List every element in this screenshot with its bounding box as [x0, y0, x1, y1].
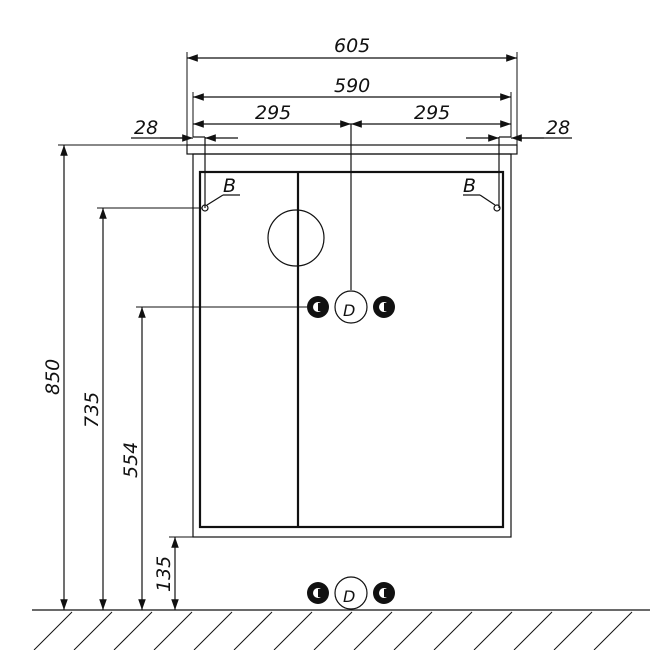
dimension-half-widths: 295 295 [193, 102, 511, 128]
dimension-total-width: 605 [186, 35, 518, 145]
dimension-half-left-label: 295 [255, 102, 291, 124]
dimension-height-mount-label: 735 [81, 392, 103, 428]
dimension-height-mount: 735 [81, 207, 202, 610]
dimension-height-total: 850 [42, 144, 187, 610]
dimension-offset-left-label: 28 [134, 117, 158, 139]
dimension-inner-width-label: 590 [334, 75, 370, 97]
countertop [186, 144, 518, 155]
floor [32, 609, 650, 650]
dimension-offset-right-label: 28 [546, 117, 570, 139]
mount-point-left: B [201, 175, 240, 212]
mount-point-right: B [463, 175, 501, 212]
drain-upper-label: D [343, 301, 355, 320]
upper-outlets: D [307, 290, 395, 324]
dimension-offset-right: 28 [466, 117, 572, 142]
floor-outlets: D [307, 576, 395, 610]
dimension-total-width-label: 605 [334, 35, 370, 57]
mount-point-right-label: B [463, 175, 476, 197]
mount-point-left-label: B [223, 175, 236, 197]
dimension-height-upper-outlets-label: 554 [120, 442, 142, 478]
dimension-height-floor-gap: 135 [153, 536, 193, 610]
dimension-half-right-label: 295 [414, 102, 450, 124]
back-panel-opening [267, 209, 325, 267]
drain-lower-label: D [343, 587, 355, 606]
dimension-height-upper-outlets: 554 [120, 306, 307, 610]
dimension-inner-width: 590 [192, 75, 512, 137]
dimension-height-total-label: 850 [42, 359, 64, 395]
dimension-height-floor-gap-label: 135 [153, 556, 175, 592]
dimension-offset-left: 28 [131, 117, 238, 142]
cabinet-body [192, 136, 512, 538]
floor-hatching [33, 611, 633, 650]
